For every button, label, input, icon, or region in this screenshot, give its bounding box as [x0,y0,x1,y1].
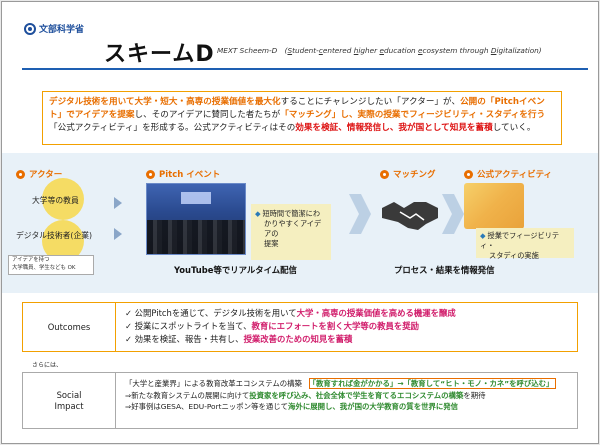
matching-caption: プロセス・結果を情報発信 [394,265,495,275]
list-item: ✓ 授業にスポットライトを当て、教育にエフォートを割く大学等の教員を奨励 [125,321,420,332]
handshake-icon [382,202,438,230]
outcomes-label: Outcomes [23,303,116,351]
mext-logo: 文部科学省 [24,22,84,35]
activity-callout: ◆授業でフィージビリティ・ スタディの実施 [476,228,574,260]
arrow-right-icon [114,197,122,209]
actor-engineer: デジタル技術者(企業) [16,231,93,240]
actor-circle-icon [42,178,84,220]
activity-heading: 公式アクティビティ [464,168,552,180]
header: 文部科学省 スキームD MEXT Scheem-D (Student-cente… [2,2,598,76]
sarani-text: さらには、 [32,362,63,369]
ministry-name: 文部科学省 [39,25,85,35]
list-item: ✓ 公開Pitchを通じて、デジタル技術を用いて大学・高専の授業価値を高める機運… [125,308,456,318]
chevron-right-icon [442,194,464,234]
pitch-event-photo [146,183,246,255]
page-subtitle: MEXT Scheem-D (Student-centered higher e… [217,46,542,55]
gear-icon [16,169,25,179]
list-item: ⇒好事例はGESA、EDU-Portニッポン等を通じて海外に展開し、我が国の大学… [125,402,459,412]
impact-box: Social Impact 「大学と産業界」による教育改革エコシステムの構築 「… [22,372,578,429]
activity-photo [464,183,524,229]
impact-list: 「大学と産業界」による教育改革エコシステムの構築 「教育すれば金がかかる」→「教… [125,378,557,413]
list-item: 「大学と産業界」による教育改革エコシステムの構築 「教育すれば金がかかる」→「教… [125,378,557,390]
mext-emblem-icon [24,22,36,35]
pitch-heading: Pitch イベント [146,168,220,180]
actor-teacher: 大学等の教員 [32,196,79,205]
impact-label: Social Impact [23,373,116,428]
outcomes-list: ✓ 公開Pitchを通じて、デジタル技術を用いて大学・高専の授業価値を高める機運… [125,307,456,347]
page-title: スキームD [104,42,215,67]
chevron-right-icon [349,194,371,234]
matching-heading: マッチング [380,168,436,180]
gear-icon [146,169,155,179]
intro-box: デジタル技術を用いて大学・短大・高専の授業価値を最大化することにチャレンジしたい… [42,91,562,145]
arrow-right-icon [114,228,122,240]
pitch-caption: YouTube等でリアルタイム配信 [174,265,297,275]
gear-icon [380,169,389,179]
list-item: ✓ 効果を検証、報告・共有し、授業改善のための知見を蓄積 [125,334,353,345]
outcomes-box: Outcomes ✓ 公開Pitchを通じて、デジタル技術を用いて大学・高専の授… [22,302,578,352]
list-item: ⇒新たな教育システムの展開に向けて投資家を呼び込み、社会全体で学生を育てるエコシ… [125,390,486,400]
header-rule [22,68,588,70]
actor-note: アイデアを持つ 大学職員、学生なども OK [8,255,94,275]
actor-heading: アクター [16,168,62,180]
pitch-callout: ◆短時間で簡潔にわ かりやすくアイデアの 提案 [251,204,331,260]
gear-icon [464,169,473,179]
